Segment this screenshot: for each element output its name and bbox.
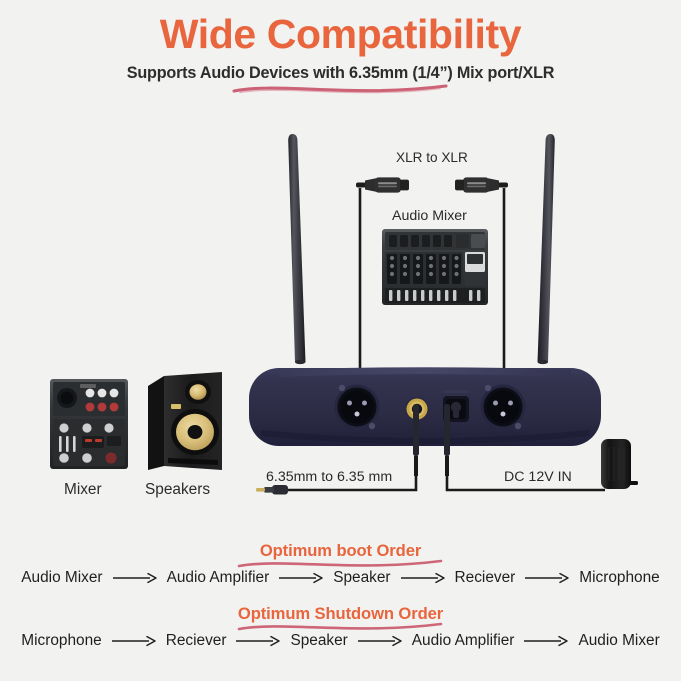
xlr-connector-icon [455,177,508,193]
shutdown-step: Audio Mixer [578,632,660,649]
power-cable-dc [444,404,605,492]
dc-power-input [443,390,469,422]
boot-step: Microphone [579,569,660,586]
right-arrow-icon [112,572,158,584]
page-subtitle: Supports Audio Devices with 6.35mm (1/4”… [126,64,555,82]
mixer-device-image [50,379,128,469]
right-arrow-icon [278,572,324,584]
xlr-cable-path [358,188,506,400]
swoosh-underline-icon [232,84,448,94]
shutdown-step: Reciever [165,632,227,649]
power-cable-label: DC 12V IN [504,469,572,485]
audio-mixer-label: Audio Mixer [392,208,467,224]
shutdown-order-sequence: Microphone Reciever Speaker Audio Amplif… [0,632,681,650]
right-arrow-icon [111,635,157,647]
boot-step: Audio Amplifier [166,569,270,586]
xlr-output-right [480,384,526,430]
speaker-device-image [148,372,222,470]
page-title: Wide Compatibility [159,11,522,57]
xlr-cable-label: XLR to XLR [396,150,468,165]
xlr-output-left [334,384,380,430]
boot-order-sequence: Audio Mixer Audio Amplifier Speaker Reci… [0,569,681,587]
shutdown-step: Audio Amplifier [411,632,515,649]
shutdown-step: Speaker [290,632,348,649]
boot-order-title: Optimum boot Order [259,541,422,560]
jack-cable-635 [256,404,419,495]
right-arrow-icon [524,572,570,584]
boot-step: Reciever [454,569,516,586]
jack-cable-label: 6.35mm to 6.35 mm [266,469,393,485]
speaker-device-label: Speakers [145,481,211,498]
antenna-left-icon [288,134,306,365]
right-arrow-icon [523,635,569,647]
right-arrow-icon [357,635,403,647]
boot-step: Audio Mixer [21,569,103,586]
right-arrow-icon [400,572,446,584]
right-arrow-icon [235,635,281,647]
xlr-connector-icon [356,177,409,193]
wireless-receiver-image [249,367,601,446]
power-adapter-image [601,439,638,489]
shutdown-step: Microphone [21,632,102,649]
audio-mixer-image [382,229,488,305]
mixer-device-label: Mixer [64,481,102,498]
antenna-right-icon [537,134,555,365]
shutdown-order-title: Optimum Shutdown Order [237,604,444,623]
boot-step: Speaker [333,569,391,586]
